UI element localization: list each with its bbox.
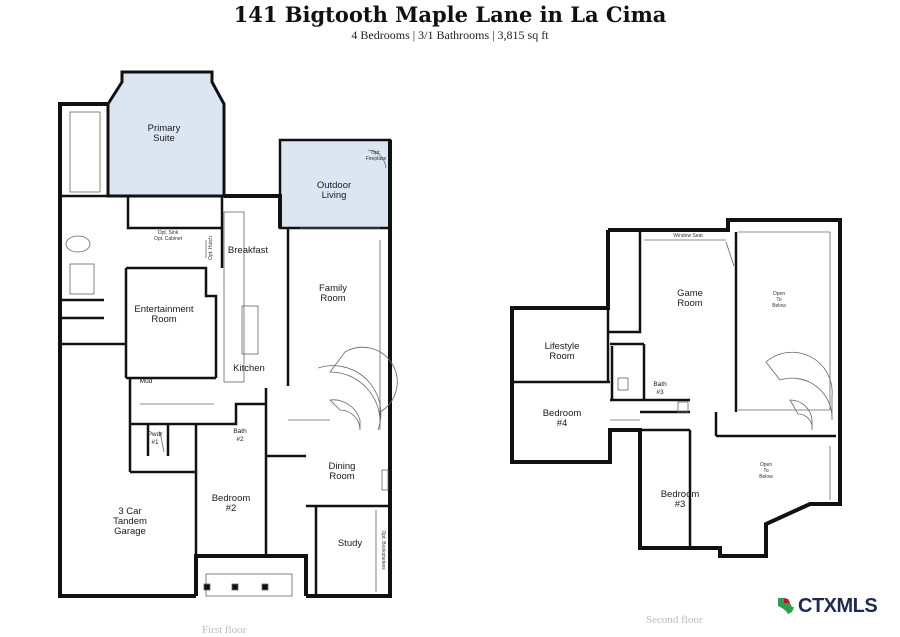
garage-label: 3 Car [118,506,141,517]
open-to-below-2-label-2: To [763,468,769,474]
open-to-below-2-label-3: Below [759,474,773,480]
second-floor-caption: Second floor [646,614,703,626]
open-to-below-1-label: Open [773,291,785,297]
bedroom3-label: Bedroom [661,489,700,500]
primary-suite-label: Primary [148,123,181,134]
primary-suite-highlight [106,70,226,198]
page-title: 141 Bigtooth Maple Lane in La Cima [233,2,667,27]
bath2-label: Bath [233,428,247,435]
logo-text: CTXMLS [798,595,878,617]
lifestyle-room-label-2: Room [549,351,574,362]
ctxmls-logo: CTXMLS [776,595,886,619]
opt-cabinet-label: Opt. Cabinet [154,236,183,242]
outdoor-living-label: Outdoor [317,180,351,191]
first-floor-caption: First floor [202,624,247,636]
bedroom4-label: Bedroom [543,408,582,419]
opt-sink-label: Opt. Sink [158,230,179,236]
bath3-label-2: #3 [656,389,664,396]
bedroom2-label: Bedroom [212,493,251,504]
first-floor-plan: Primary Suite Outdoor Living Opt. Firepl… [58,70,398,598]
kitchen-label: Kitchen [233,363,265,374]
game-room-label-2: Room [677,298,702,309]
bedroom2-label-2: #2 [226,503,237,514]
bath2-label-2: #2 [236,436,244,443]
opt-fireplace-label: Opt. [371,150,380,156]
pwdr-label: Pwdr [148,431,164,438]
pwdr-label-2: #1 [151,439,159,446]
texas-flag-icon [778,598,794,614]
bedroom4-label-2: #4 [557,418,568,429]
window-seat-label: Window Seat [673,233,703,239]
open-to-below-1-label-2: To [776,297,782,303]
bath3-label: Bath [653,381,667,388]
lifestyle-room-label: Lifestyle [545,341,580,352]
open-to-below-1-label-3: Below [772,303,786,309]
second-floor-plan: Window Seat Game Room Open To Below Life… [510,218,842,558]
family-room-label: Family [319,283,347,294]
entertainment-room-label-2: Room [151,314,176,325]
page-subtitle: 4 Bedrooms | 3/1 Bathrooms | 3,815 sq ft [351,28,549,42]
dining-room-label: Dining [329,461,356,472]
game-room-label: Game [677,288,703,299]
mud-label: Mud [140,378,153,385]
entertainment-room-label: Entertainment [134,304,194,315]
opt-bookshelves-label: Opt. Bookshelves [380,530,386,570]
opt-fireplace-label-2: Fireplace [366,156,387,162]
garage-label-3: Garage [114,526,146,537]
garage-label-2: Tandem [113,516,147,527]
breakfast-label: Breakfast [228,245,268,256]
opt-hutch-label: Opt. Hutch [208,236,214,260]
outdoor-living-label-2: Living [322,190,347,201]
open-to-below-2-label: Open [760,462,772,468]
dining-room-label-2: Room [329,471,354,482]
primary-suite-label-2: Suite [153,133,175,144]
study-label: Study [338,538,363,549]
family-room-label-2: Room [320,293,345,304]
bedroom3-label-2: #3 [675,499,686,510]
